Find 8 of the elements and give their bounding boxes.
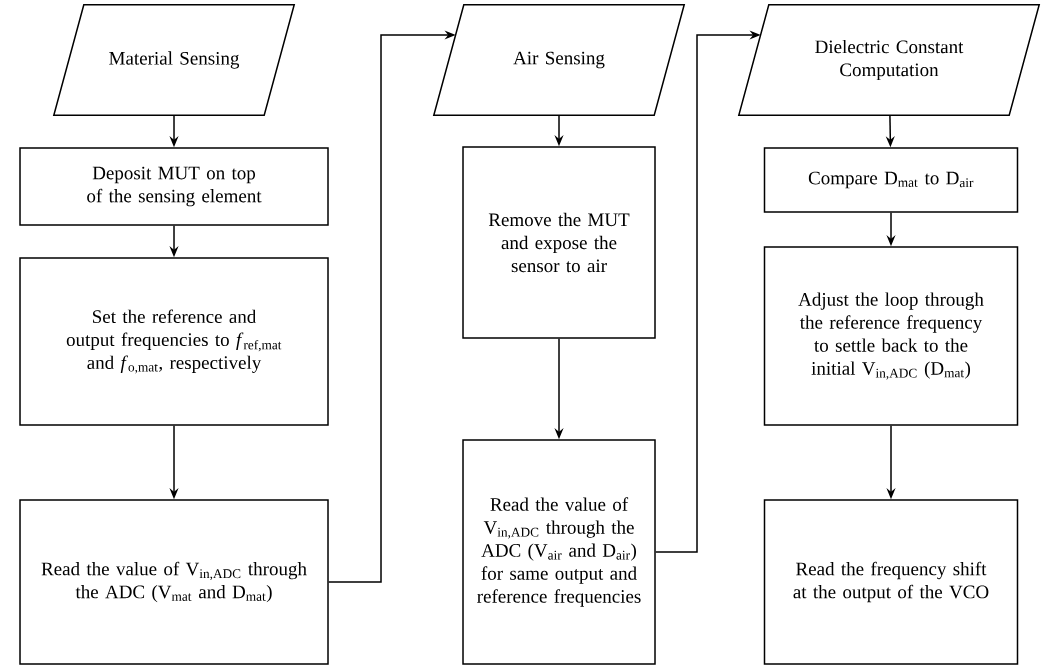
process-box: Read the value of V$_{in,ADC}$ through the ADC (V$_{mat}$ and D$_{mat}$) bbox=[19, 499, 329, 665]
process-box: Read the value of V$_{in,ADC}$ through the ADC (V$_{air}$ and D$_{air}$) for same output and reference frequencies bbox=[462, 439, 656, 665]
process-box: Adjust the loop through the reference frequency to settle back to the initial V$_{in,ADC}$ (D$_{mat}$) bbox=[763, 246, 1019, 426]
process-box: Remove the MUT and expose the sensor to air bbox=[462, 146, 656, 339]
process-box: Compare D$_{mat}$ to D$_{air}$ bbox=[763, 147, 1019, 213]
process-box: Read the frequency shift at the output of the VCO bbox=[763, 499, 1019, 665]
process-box: Deposit MUT on top of the sensing element bbox=[19, 147, 329, 226]
process-box: Set the reference and output frequencies to f$_{ref,mat}$ and f$_{o,mat}$, respectively bbox=[19, 257, 329, 426]
